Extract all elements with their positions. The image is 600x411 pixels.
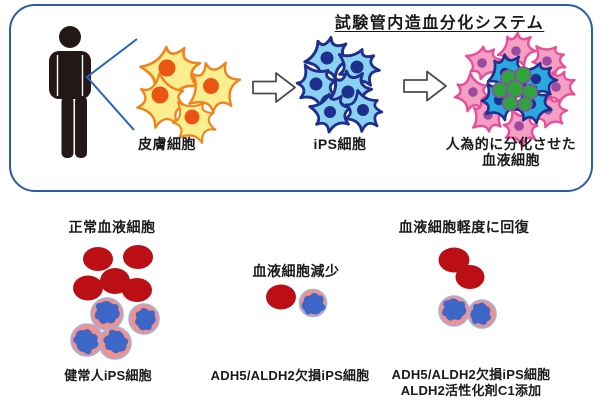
rescued-group-header: 血液細胞軽度に回復 bbox=[398, 219, 530, 235]
in-vitro-panel-border bbox=[9, 4, 593, 192]
recovered-blood-cells-illustration bbox=[438, 247, 497, 329]
deficient-group-label: ADH5/ALDH2欠損iPS細胞 bbox=[210, 368, 370, 383]
arrow-right-icon bbox=[403, 70, 447, 102]
deficient-group-header: 血液細胞減少 bbox=[252, 263, 340, 279]
differentiated-cells-illustration bbox=[451, 28, 578, 153]
normal-blood-cells-illustration bbox=[68, 245, 160, 360]
normal-group-header: 正常血液細胞 bbox=[68, 219, 156, 235]
person-icon bbox=[49, 26, 91, 158]
ips-cells-illustration bbox=[286, 33, 387, 138]
panel-title: 試験管内造血分化システム bbox=[334, 15, 545, 32]
magnify-lines-icon bbox=[85, 38, 138, 131]
rescued-group-label: ADH5/ALDH2欠損iPS細胞 ALDH2活性化剤C1添加 bbox=[390, 367, 552, 399]
differentiated-cells-label-line2: 血液細胞 bbox=[482, 152, 540, 168]
red-blood-cells bbox=[438, 247, 485, 289]
red-blood-cells bbox=[73, 245, 153, 302]
ips-cells-label: iPS細胞 bbox=[313, 136, 367, 152]
reduced-blood-cells-illustration bbox=[266, 284, 328, 319]
differentiated-cells-label: 人為的に分化させた 血液細胞 bbox=[441, 136, 581, 168]
arrow-right-icon bbox=[252, 72, 296, 103]
skin-cells-label: 皮膚細胞 bbox=[138, 136, 196, 152]
skin-cells-illustration bbox=[133, 39, 251, 153]
differentiated-cells-label-line1: 人為的に分化させた bbox=[445, 136, 577, 152]
normal-group-label: 健常人iPS細胞 bbox=[64, 368, 152, 383]
red-blood-cells bbox=[266, 284, 296, 310]
rescued-group-label-line1: ADH5/ALDH2欠損iPS細胞 bbox=[391, 367, 551, 382]
rescued-group-label-line2: ALDH2活性化剤C1添加 bbox=[400, 383, 542, 398]
